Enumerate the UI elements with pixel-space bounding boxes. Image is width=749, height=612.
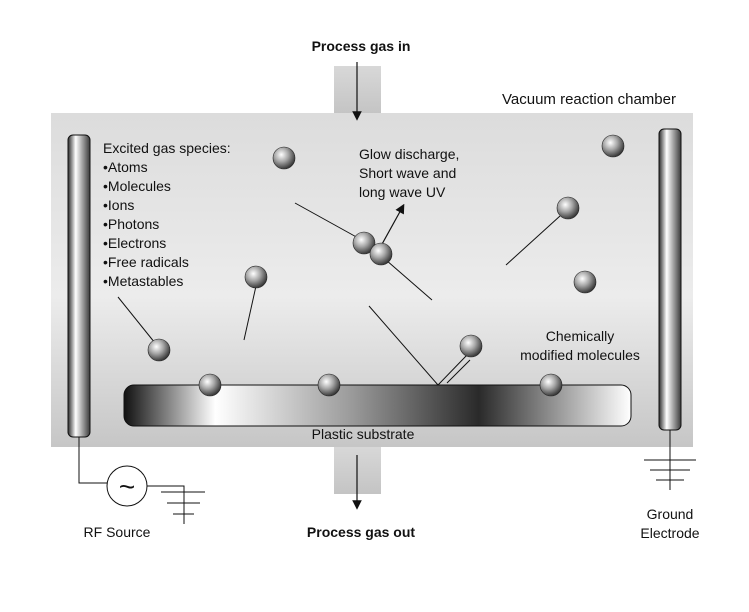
glow-discharge-label: Glow discharge, [359, 146, 459, 162]
species-item: •Metastables [103, 273, 183, 289]
particle [539, 373, 563, 397]
vacuum-chamber-label: Vacuum reaction chamber [502, 91, 676, 108]
ground-electrode-label: Ground [647, 506, 694, 522]
particle [244, 265, 268, 289]
ground-electrode-label: Electrode [640, 525, 699, 541]
particle [369, 242, 393, 266]
ground-circuit [644, 430, 696, 490]
species-item: •Photons [103, 216, 159, 232]
left-electrode [67, 134, 91, 438]
rf-tilde: ~ [119, 471, 135, 502]
species-item: •Ions [103, 197, 134, 213]
particle [317, 373, 341, 397]
particle [272, 146, 296, 170]
process-gas-in-label: Process gas in [312, 38, 411, 54]
plastic-substrate [123, 384, 632, 427]
species-item: •Atoms [103, 159, 148, 175]
gas-particles [147, 134, 625, 397]
particle [556, 196, 580, 220]
particle [352, 231, 376, 255]
rf-circuit [78, 437, 205, 524]
particle [147, 338, 171, 362]
species-item: •Electrons [103, 235, 166, 251]
particle [601, 134, 625, 158]
particle [459, 334, 483, 358]
right-electrode [658, 128, 682, 431]
particle [198, 373, 222, 397]
species-item: •Molecules [103, 178, 171, 194]
species-item: •Free radicals [103, 254, 189, 270]
glow-discharge-label: long wave UV [359, 184, 446, 200]
glow-discharge-label: Short wave and [359, 165, 456, 181]
uv-emission-arrow [380, 203, 405, 247]
plastic-substrate-label: Plastic substrate [312, 426, 415, 442]
chemically-modified-label: modified molecules [520, 347, 640, 363]
chemically-modified-label: Chemically [546, 328, 614, 344]
rf-source-label: RF Source [84, 524, 151, 540]
particle-trajectories [117, 202, 561, 386]
particle [573, 270, 597, 294]
species-title: Excited gas species: [103, 140, 231, 156]
process-gas-out-label: Process gas out [307, 524, 415, 540]
